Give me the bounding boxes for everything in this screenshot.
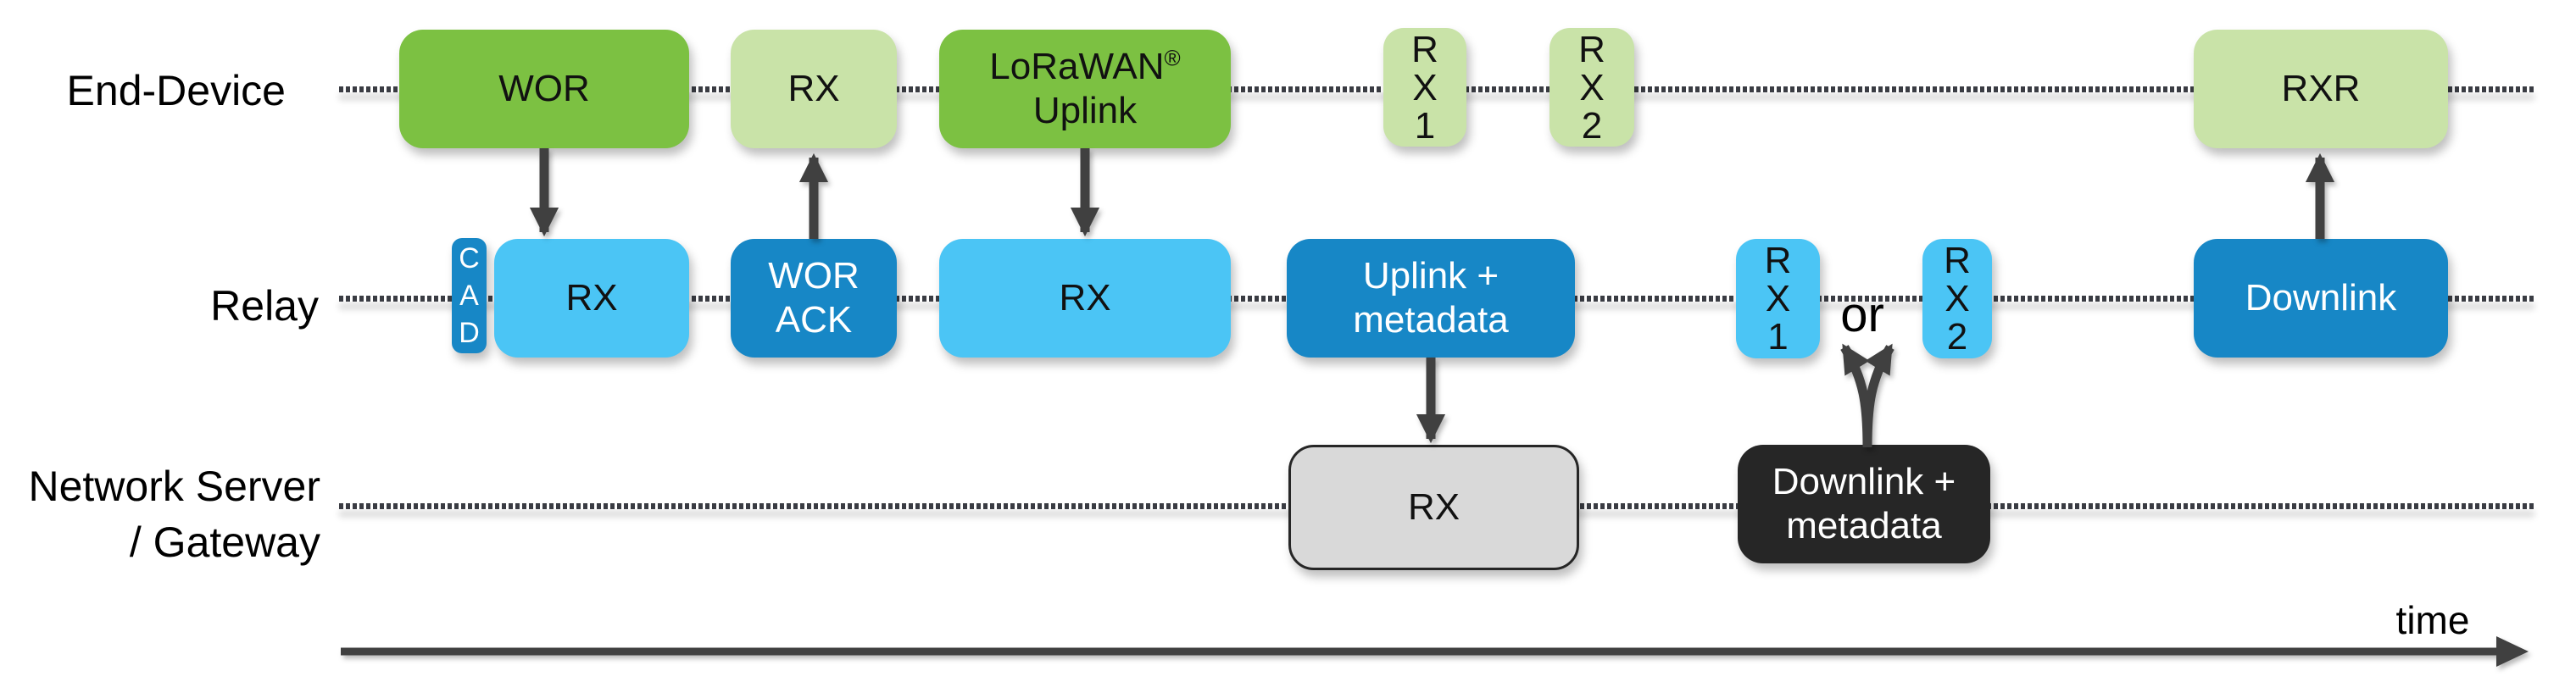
network-server-label-line2: / Gateway	[129, 518, 320, 566]
network-server-label-line1: Network Server	[28, 463, 320, 510]
end-device-rx2-box: R X 2	[1549, 28, 1634, 147]
time-axis-label: time	[2395, 598, 2470, 642]
uplink-word: Uplink	[1032, 90, 1138, 131]
cad-box: C A D	[452, 238, 487, 353]
registered-trademark-mark: ®	[1164, 45, 1181, 71]
end-device-rx1-box: R X 1	[1383, 28, 1466, 147]
lane-label-end-device: End-Device	[66, 67, 286, 114]
or-annotation: or	[1840, 287, 1884, 342]
relay-rx1-box: R X 1	[1736, 239, 1820, 358]
lorawan-wordmark: LoRaWAN	[989, 46, 1165, 87]
downlink-metadata-to-rx1-fork-arrow	[1840, 343, 1872, 448]
downlink-metadata-box: Downlink + metadata	[1738, 445, 1990, 563]
uplink-metadata-box: Uplink + metadata	[1287, 239, 1575, 358]
rxr-box: RXR	[2194, 30, 2448, 148]
wor-ack-box: WOR ACK	[731, 239, 897, 358]
relay-rx-uplink-box: RX	[939, 239, 1231, 358]
wor-box: WOR	[399, 30, 689, 148]
relay-downlink-box: Downlink	[2194, 239, 2448, 358]
lane-label-network-server: Network Server / Gateway	[0, 458, 320, 570]
relay-rx2-box: R X 2	[1922, 239, 1992, 358]
downlink-metadata-to-rx2-fork-arrow	[1862, 343, 1894, 448]
time-axis-arrow	[341, 636, 2529, 667]
lane-label-relay: Relay	[210, 282, 319, 330]
network-server-rx-box: RX	[1288, 445, 1579, 570]
lorawan-uplink-label: LoRaWAN® Uplink	[989, 45, 1180, 133]
lorawan-uplink-box: LoRaWAN® Uplink	[939, 30, 1231, 148]
end-device-rx-box: RX	[731, 30, 897, 148]
relay-rx-wor-box: RX	[494, 239, 689, 358]
